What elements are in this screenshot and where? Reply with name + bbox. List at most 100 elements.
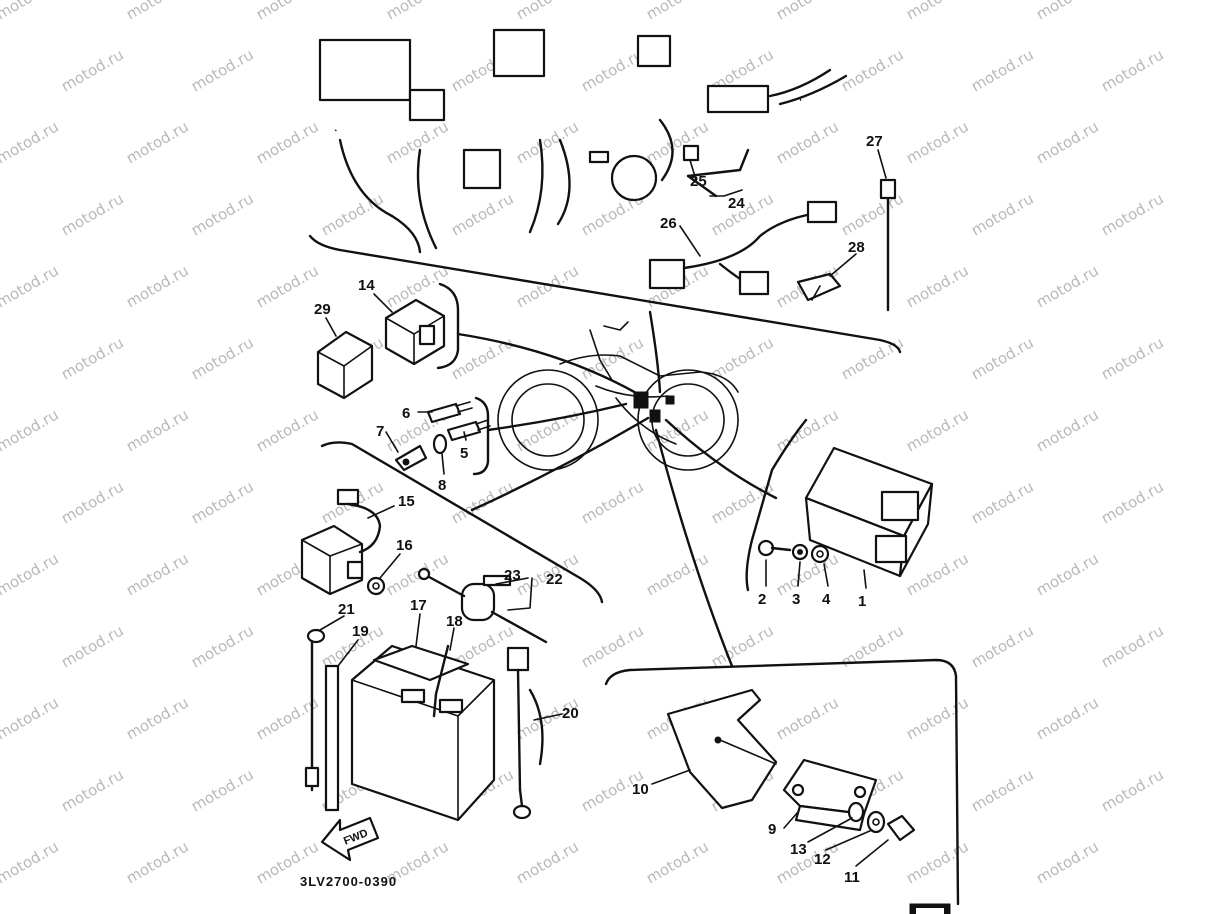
watermark-text: motod.ru [123, 117, 192, 167]
watermark-text: motod.ru [253, 117, 322, 167]
watermark-text: motod.ru [1098, 189, 1167, 239]
watermark-text: motod.ru [188, 45, 257, 95]
watermark-text: motod.ru [968, 189, 1037, 239]
nut-16 [366, 576, 386, 596]
watermark-text: motod.ru [1033, 261, 1102, 311]
callout-labels: 1 2 3 4 5 6 7 8 9 10 11 12 13 14 15 16 1… [314, 133, 883, 886]
watermark-text: motod.ru [968, 333, 1037, 383]
watermark-text: motod.ru [513, 837, 582, 887]
battery-band [432, 644, 450, 718]
callout-leaders [319, 149, 889, 867]
battery [350, 644, 496, 822]
clamp-28 [796, 272, 842, 302]
callout-18: 18 [446, 613, 463, 630]
callout-3: 3 [792, 591, 800, 608]
regulator-fasteners [847, 801, 916, 842]
relay-29 [316, 330, 374, 400]
callout-4: 4 [822, 591, 831, 608]
callout-13: 13 [790, 841, 807, 858]
cable-tie-27 [879, 178, 897, 312]
watermark-text: motod.ru [58, 765, 127, 815]
callout-2: 2 [758, 591, 766, 608]
corner-mark [909, 903, 951, 914]
watermark-text: motod.ru [0, 0, 62, 23]
watermark-text: motod.ru [513, 261, 582, 311]
watermark-text: motod.ru [1033, 405, 1102, 455]
watermark-text: motod.ru [903, 405, 972, 455]
watermark-text: motod.ru [903, 261, 972, 311]
battery-lead-21 [304, 628, 326, 792]
watermark-text: motod.ru [58, 477, 127, 527]
watermark-text: motod.ru [903, 117, 972, 167]
watermark-text: motod.ru [123, 837, 192, 887]
watermark-text: motod.ru [0, 549, 62, 599]
watermark-text: motod.ru [1098, 765, 1167, 815]
watermark-text: motod.ru [0, 117, 62, 167]
watermark-text: motod.ru [123, 261, 192, 311]
watermark-text: motod.ru [903, 549, 972, 599]
watermark-text: motod.ru [123, 405, 192, 455]
watermark-text: motod.ru [838, 333, 907, 383]
watermark-text: motod.ru [383, 549, 452, 599]
watermark-text: motod.ru [968, 45, 1037, 95]
callout-19: 19 [352, 623, 369, 640]
watermark-text: motod.ru [968, 477, 1037, 527]
rectifier-regulator [782, 758, 878, 832]
section-dividers [308, 234, 960, 906]
watermark-text: motod.ru [123, 693, 192, 743]
callout-14: 14 [358, 277, 375, 294]
watermark-text: motod.ru [903, 837, 972, 887]
sub-lead-26 [648, 200, 838, 296]
watermark-layer: motod.ru motod.ru motod.ru motod.ru motod.ru… [0, 0, 1167, 887]
watermark-text: motod.ru [318, 189, 387, 239]
watermark-text: motod.ru [1098, 45, 1167, 95]
watermark-text: motod.ru [58, 189, 127, 239]
watermark-text: motod.ru [0, 261, 62, 311]
watermark-text: motod.ru [903, 693, 972, 743]
relay-hardware [394, 401, 491, 472]
cdi-unit [804, 446, 934, 578]
watermark-text: motod.ru [123, 0, 192, 23]
callout-12: 12 [814, 851, 831, 868]
watermark-text: motod.ru [643, 0, 712, 23]
watermark-text: motod.ru [448, 189, 517, 239]
callout-21: 21 [338, 601, 355, 618]
callout-10: 10 [632, 781, 649, 798]
watermark-text: motod.ru [1098, 333, 1167, 383]
watermark-text: motod.ru [383, 117, 452, 167]
callout-1: 1 [858, 593, 866, 610]
watermark-text: motod.ru [383, 0, 452, 23]
relay-14 [384, 298, 446, 366]
watermark-text: motod.ru [58, 621, 127, 671]
watermark-text: motod.ru [773, 693, 842, 743]
watermark-text: motod.ru [188, 765, 257, 815]
mounting-bracket [666, 688, 778, 810]
fuse-22-23 [417, 567, 548, 644]
callout-15: 15 [398, 493, 415, 510]
fwd-arrow: FWD [320, 816, 380, 862]
callout-22: 22 [546, 571, 563, 588]
callout-11: 11 [844, 869, 860, 886]
callout-20: 20 [562, 705, 579, 722]
watermark-text: motod.ru [513, 117, 582, 167]
watermark-text: motod.ru [253, 405, 322, 455]
watermark-text: motod.ru [838, 45, 907, 95]
watermark-text: motod.ru [968, 621, 1037, 671]
callout-26: 26 [660, 215, 677, 232]
watermark-text: motod.ru [513, 0, 582, 23]
fuse-holder-20 [506, 646, 544, 820]
callout-9: 9 [768, 821, 776, 838]
watermark-text: motod.ru [188, 333, 257, 383]
watermark-text: motod.ru [578, 477, 647, 527]
watermark-text: motod.ru [1033, 117, 1102, 167]
watermark-text: motod.ru [1098, 621, 1167, 671]
watermark-text: motod.ru [643, 117, 712, 167]
callout-23: 23 [504, 567, 521, 584]
watermark-text: motod.ru [643, 837, 712, 887]
watermark-text: motod.ru [1033, 837, 1102, 887]
callout-27: 27 [866, 133, 883, 150]
watermark-text: motod.ru [773, 549, 842, 599]
watermark-text: motod.ru [188, 189, 257, 239]
starter-relay [300, 488, 382, 596]
